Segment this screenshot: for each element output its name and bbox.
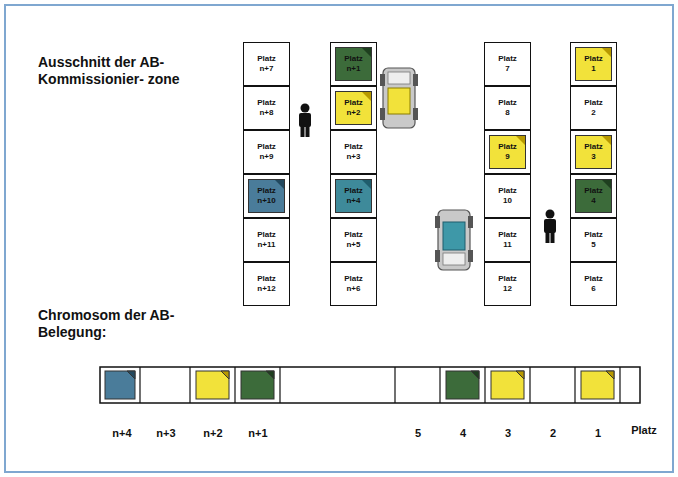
slot-label: Platz n+8 bbox=[257, 98, 276, 118]
slot-number: n+2 bbox=[203, 427, 222, 439]
section-heading: Ausschnitt der AB-Kommissionier- zone bbox=[38, 54, 203, 88]
storage-slot: Platz 2 bbox=[570, 86, 617, 130]
slot-label: Platz 3 bbox=[584, 142, 603, 162]
section-heading: Chromosom der AB- Belegung: bbox=[38, 307, 198, 341]
picking-vehicle bbox=[380, 68, 418, 128]
storage-slot: Platz 1 bbox=[570, 42, 617, 86]
storage-slot: Platz n+1 bbox=[330, 42, 377, 86]
storage-slot: Platz n+3 bbox=[330, 130, 377, 174]
storage-slot: Platz n+9 bbox=[243, 130, 290, 174]
slot-number: n+4 bbox=[112, 427, 131, 439]
storage-slot: Platz n+4 bbox=[330, 174, 377, 218]
storage-slot: Platz 8 bbox=[484, 86, 531, 130]
slot-number: n+1 bbox=[248, 427, 267, 439]
slot-number: 1 bbox=[595, 427, 601, 439]
chromosome-bar bbox=[100, 367, 640, 403]
slot-label: Platz 11 bbox=[498, 230, 517, 250]
slot-number: 4 bbox=[460, 427, 466, 439]
storage-slot: Platz n+11 bbox=[243, 218, 290, 262]
slot-label: Platz n+3 bbox=[344, 142, 363, 162]
bin-corner bbox=[275, 180, 284, 189]
bin-corner bbox=[362, 92, 371, 101]
storage-slot: Platz 11 bbox=[484, 218, 531, 262]
bin-corner bbox=[602, 180, 611, 189]
slot-label: Platz n+12 bbox=[257, 274, 276, 294]
slot-label: Platz n+2 bbox=[344, 98, 363, 118]
slot-label: Platz n+7 bbox=[257, 54, 276, 74]
slot-label: Platz 1 bbox=[584, 54, 603, 74]
slot-number: 2 bbox=[550, 427, 556, 439]
storage-slot: Platz 3 bbox=[570, 130, 617, 174]
slot-number: 5 bbox=[415, 427, 421, 439]
slot-label: Platz n+1 bbox=[344, 54, 363, 74]
storage-slot: Platz 6 bbox=[570, 262, 617, 306]
slot-label: Platz n+5 bbox=[344, 230, 363, 250]
bin-corner bbox=[602, 48, 611, 57]
slot-label: Platz n+4 bbox=[344, 186, 363, 206]
storage-slot: Platz n+8 bbox=[243, 86, 290, 130]
slot-label: Platz n+9 bbox=[257, 142, 276, 162]
bin-corner bbox=[362, 180, 371, 189]
storage-slot: Platz n+6 bbox=[330, 262, 377, 306]
storage-slot: Platz 12 bbox=[484, 262, 531, 306]
axis-label: Platz bbox=[631, 424, 657, 436]
person-icon bbox=[544, 210, 556, 244]
storage-slot: Platz n+10 bbox=[243, 174, 290, 218]
storage-slot: Platz 9 bbox=[484, 130, 531, 174]
slot-label: Platz n+6 bbox=[344, 274, 363, 294]
storage-slot: Platz 5 bbox=[570, 218, 617, 262]
storage-slot: Platz n+12 bbox=[243, 262, 290, 306]
slot-label: Platz n+10 bbox=[257, 186, 276, 206]
slot-label: Platz 10 bbox=[498, 186, 517, 206]
slot-label: Platz 2 bbox=[584, 98, 603, 118]
slot-label: Platz 9 bbox=[498, 142, 517, 162]
slot-label: Platz 4 bbox=[584, 186, 603, 206]
slot-number: 3 bbox=[505, 427, 511, 439]
slot-label: Platz n+11 bbox=[257, 230, 276, 250]
storage-slot: Platz 7 bbox=[484, 42, 531, 86]
storage-slot: Platz n+5 bbox=[330, 218, 377, 262]
slot-number: n+3 bbox=[156, 427, 175, 439]
storage-slot: Platz 10 bbox=[484, 174, 531, 218]
slot-label: Platz 6 bbox=[584, 274, 603, 294]
storage-slot: Platz 4 bbox=[570, 174, 617, 218]
person-icon bbox=[299, 104, 311, 138]
bin-corner bbox=[362, 48, 371, 57]
bin-corner bbox=[602, 136, 611, 145]
slot-label: Platz 12 bbox=[498, 274, 517, 294]
picking-vehicle bbox=[435, 210, 473, 270]
bin-corner bbox=[516, 136, 525, 145]
slot-label: Platz 7 bbox=[498, 54, 517, 74]
slot-label: Platz 5 bbox=[584, 230, 603, 250]
frame bbox=[5, 5, 673, 472]
slot-label: Platz 8 bbox=[498, 98, 517, 118]
storage-slot: Platz n+7 bbox=[243, 42, 290, 86]
storage-slot: Platz n+2 bbox=[330, 86, 377, 130]
